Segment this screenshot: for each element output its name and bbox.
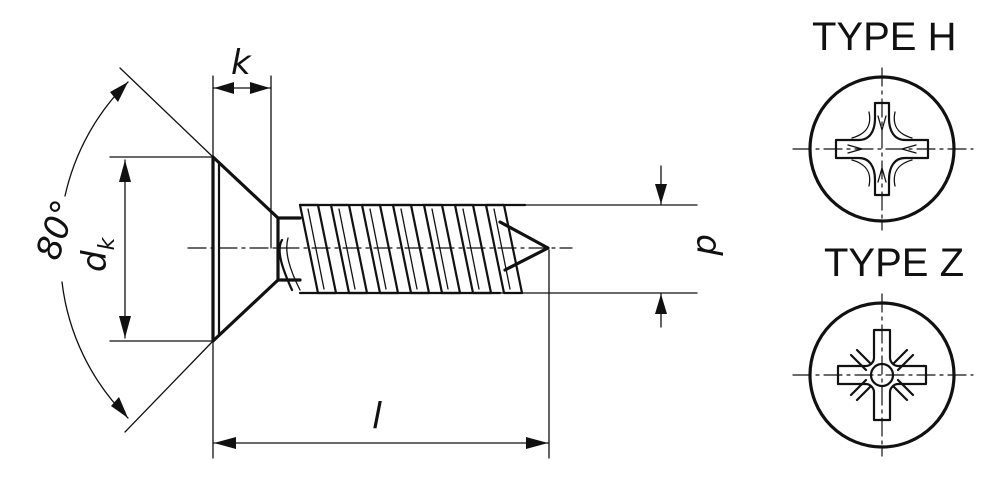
thread-turn — [484, 203, 524, 295]
type-h-label: TYPE H — [812, 15, 956, 59]
pozidriv-recess-icon — [836, 328, 928, 422]
thread-lead-turn-shade — [286, 237, 301, 291]
pozidriv-center-circle — [869, 362, 895, 388]
thread-turn-shade — [493, 208, 511, 290]
l-label: l — [372, 396, 382, 437]
type-z-drive-view: TYPE Z — [792, 241, 974, 457]
thread-turn — [360, 203, 400, 295]
thread-turn-shade — [400, 208, 418, 290]
length-dimension: l — [212, 249, 550, 459]
l-arrow-right — [526, 437, 548, 449]
thread-turn — [391, 203, 431, 295]
thread-turn-shade — [431, 208, 449, 290]
phillips-recess-icon — [834, 101, 930, 197]
dk-label: dk — [75, 236, 120, 272]
angle-arc-bottom — [61, 281, 129, 419]
k-arrow-left — [214, 82, 234, 94]
thread-turn-shade — [462, 208, 480, 290]
head-height-dimension: k — [212, 43, 272, 249]
screw-head-outline — [211, 155, 280, 343]
angle-arrow-top — [110, 82, 128, 102]
thread-turn — [298, 203, 338, 295]
l-arrow-left — [214, 437, 236, 449]
pozidriv-diagonal-ticks — [849, 348, 915, 402]
angle-extension-top — [119, 67, 214, 158]
screw-side-view — [187, 155, 573, 343]
k-arrow-right — [250, 82, 270, 94]
angle-arrow-bottom — [111, 397, 128, 418]
d-label: d — [688, 234, 728, 256]
head-diameter-dimension: dk — [75, 156, 214, 342]
type-h-drive-view: TYPE H — [792, 15, 974, 231]
thread-turn — [329, 203, 369, 295]
thread-turn-shade — [338, 208, 356, 290]
phillips-recess-edges — [851, 111, 913, 187]
screw-shank-outline — [276, 216, 302, 282]
thread-lead-turn — [278, 238, 294, 292]
angle-extension-bottom — [124, 340, 214, 433]
angle-dimension: 80° — [29, 67, 214, 433]
dk-arrow-bottom — [119, 316, 131, 338]
thread-turn — [453, 203, 493, 295]
phillips-recess-inner — [847, 115, 917, 183]
type-z-label: TYPE Z — [824, 241, 964, 285]
thread-turn-shade — [369, 208, 387, 290]
thread-diameter-dimension: d — [499, 165, 728, 328]
k-label: k — [231, 43, 252, 83]
thread-turns — [278, 203, 524, 295]
d-arrow-top — [655, 184, 667, 204]
thread-turn-shade — [307, 208, 325, 290]
dk-arrow-top — [119, 160, 131, 182]
d-arrow-bottom — [655, 294, 667, 314]
thread-turn — [422, 203, 462, 295]
screw-tip — [498, 220, 550, 272]
